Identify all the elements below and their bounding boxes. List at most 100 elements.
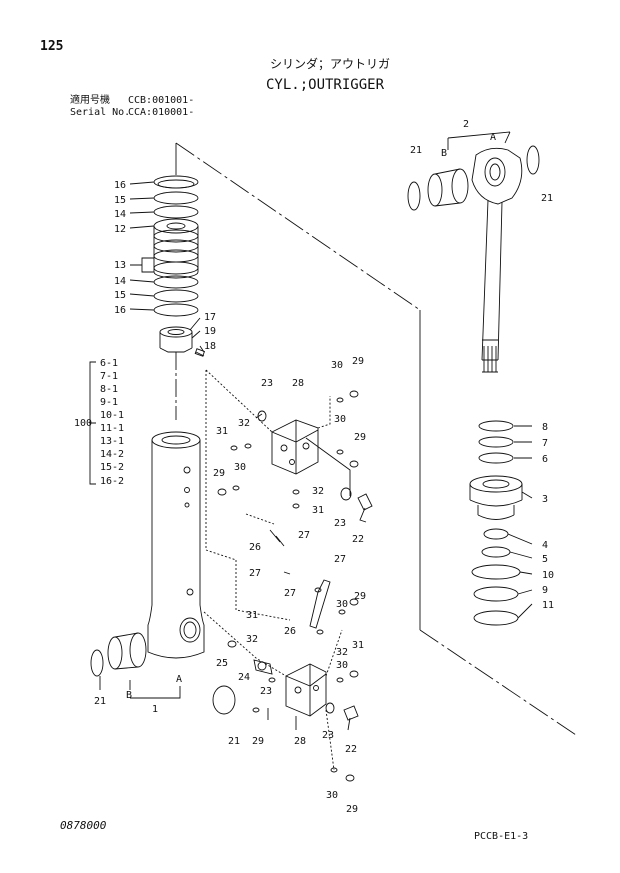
- label-6: 6: [542, 454, 548, 465]
- label-27-b: 27: [249, 568, 261, 579]
- label-19: 19: [204, 326, 216, 337]
- ring-13: [153, 261, 199, 275]
- label-23-c: 23: [260, 686, 272, 697]
- cylinder-tube: [147, 431, 205, 659]
- label-24: 24: [238, 672, 250, 683]
- label-a-top: A: [490, 132, 496, 143]
- bushing-b-top: [427, 168, 469, 207]
- serial-en-value: CCA:010001-: [128, 107, 195, 118]
- group-part-2: 8-1: [100, 384, 118, 395]
- label-29-b: 29: [354, 432, 366, 443]
- group-part-1: 7-1: [100, 371, 118, 382]
- group-part-6: 13-1: [100, 436, 124, 447]
- seal-21-top-right: [526, 145, 540, 175]
- serial-jp-label: 適用号機: [70, 95, 110, 106]
- seal-21-left: [90, 649, 104, 677]
- label-30-e: 30: [336, 660, 348, 671]
- label-32-d: 32: [336, 647, 348, 658]
- label-30-d: 30: [336, 599, 348, 610]
- label-31-a: 31: [216, 426, 228, 437]
- piston-12: [153, 218, 199, 279]
- label-29-f: 29: [346, 804, 358, 815]
- label-1: 1: [152, 704, 158, 715]
- ring-8: [478, 420, 514, 432]
- seal-21-lower: [212, 685, 236, 715]
- group-part-3: 9-1: [100, 397, 118, 408]
- label-31-d: 31: [352, 640, 364, 651]
- label-28-b: 28: [294, 736, 306, 747]
- label-10: 10: [542, 570, 554, 581]
- label-32-b: 32: [312, 486, 324, 497]
- label-100: 100: [74, 418, 92, 429]
- label-30-b: 30: [334, 414, 346, 425]
- nut-17: [159, 326, 193, 353]
- set-screw-18-body: [194, 348, 206, 357]
- bracket-26: [309, 579, 331, 629]
- label-30-f: 30: [326, 790, 338, 801]
- label-5: 5: [542, 554, 548, 565]
- cylinder-head-3: [469, 475, 523, 520]
- label-21-top-right: 21: [541, 193, 553, 204]
- label-12: 12: [114, 224, 126, 235]
- label-15-bottom: 15: [114, 290, 126, 301]
- valve-block-28-lower: [285, 663, 327, 717]
- label-8: 8: [542, 422, 548, 433]
- label-22-b: 22: [345, 744, 357, 755]
- label-23-b: 23: [334, 518, 346, 529]
- label-23-d: 23: [322, 730, 334, 741]
- label-21-a: 21: [94, 696, 106, 707]
- footer-right-code: PCCB-E1-3: [474, 831, 529, 842]
- ring-7: [478, 436, 514, 448]
- label-b-top: B: [441, 148, 447, 159]
- label-a-left: A: [176, 674, 182, 685]
- label-b-left: B: [126, 690, 132, 701]
- label-13: 13: [114, 260, 126, 271]
- label-21-top-left: 21: [410, 145, 422, 156]
- valve-block-28-upper: [271, 419, 319, 475]
- label-29-c: 29: [213, 468, 225, 479]
- label-16-bottom: 16: [114, 305, 126, 316]
- label-18: 18: [204, 341, 216, 352]
- label-2: 2: [463, 119, 469, 130]
- label-30-a: 30: [331, 360, 343, 371]
- label-14-bottom: 14: [114, 276, 126, 287]
- label-7: 7: [542, 438, 548, 449]
- label-31-b: 31: [312, 505, 324, 516]
- serial-en-label: Serial No.: [70, 107, 131, 118]
- label-21-b: 21: [228, 736, 240, 747]
- label-4: 4: [542, 540, 548, 551]
- label-27-c: 27: [334, 554, 346, 565]
- rod-assembly: [471, 147, 523, 373]
- label-23-a: 23: [261, 378, 273, 389]
- page-number: 125: [40, 39, 64, 54]
- label-11: 11: [542, 600, 554, 611]
- label-17: 17: [204, 312, 216, 323]
- label-26-b: 26: [284, 626, 296, 637]
- label-15-top: 15: [114, 195, 126, 206]
- fitting-22-upper: [357, 493, 373, 523]
- title-japanese: シリンダ；アウトリガ: [270, 57, 391, 71]
- label-16-top: 16: [114, 180, 126, 191]
- label-14-top: 14: [114, 209, 126, 220]
- group-part-4: 10-1: [100, 410, 124, 421]
- label-3: 3: [542, 494, 548, 505]
- group-part-8: 15-2: [100, 462, 124, 473]
- fitting-22-lower: [343, 705, 359, 731]
- label-32-a: 32: [238, 418, 250, 429]
- group-part-0: 6-1: [100, 358, 118, 369]
- label-9: 9: [542, 585, 548, 596]
- plug-23-a: [255, 413, 263, 419]
- ring-6: [478, 452, 514, 464]
- bushing-b-left: [107, 632, 147, 670]
- label-29-a: 29: [352, 356, 364, 367]
- label-28-a: 28: [292, 378, 304, 389]
- fitting-24: [253, 659, 273, 675]
- serial-jp-value: CCB:001001-: [128, 95, 195, 106]
- label-31-c: 31: [246, 610, 258, 621]
- group-part-7: 14-2: [100, 449, 124, 460]
- footer-left-code: 0878000: [60, 819, 107, 832]
- label-22-a: 22: [352, 534, 364, 545]
- label-29-e: 29: [252, 736, 264, 747]
